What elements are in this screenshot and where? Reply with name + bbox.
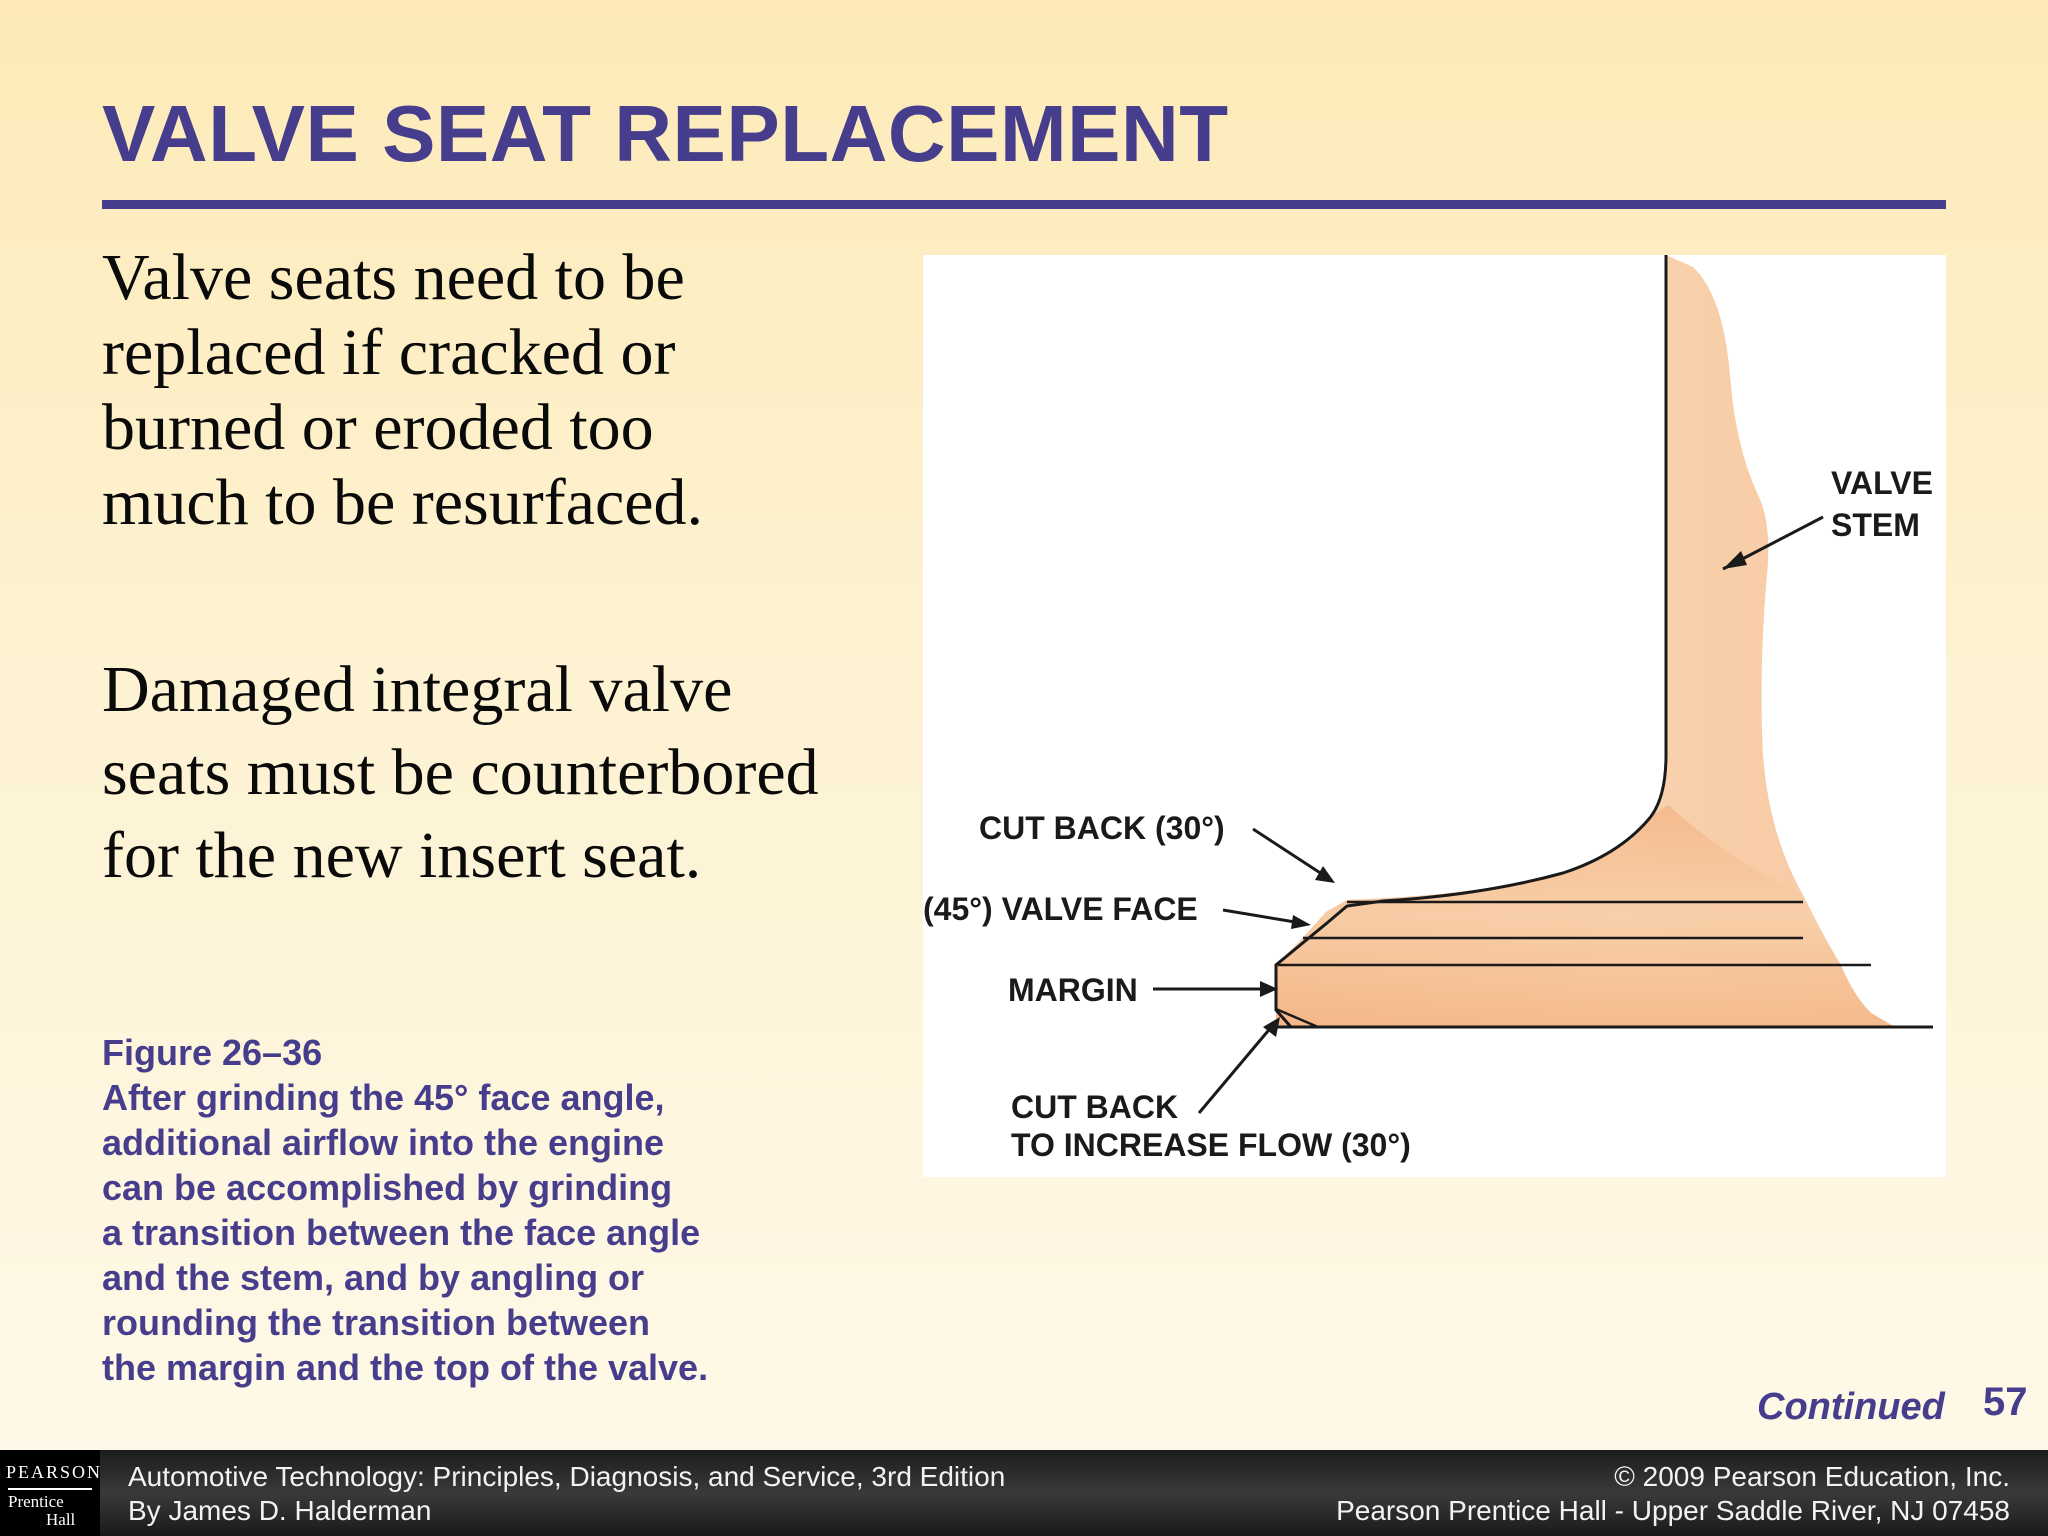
slide-title: VALVE SEAT REPLACEMENT (102, 89, 1229, 178)
logo-pearson-text: PEARSON (6, 1462, 103, 1482)
label-cut-back-flow-2: TO INCREASE FLOW (30°) (1011, 1127, 1411, 1163)
paragraph-line: seats must be counterbored (102, 736, 819, 809)
caption-line: additional airflow into the engine (102, 1122, 665, 1163)
valve-illustration (1153, 255, 1933, 1114)
paragraph-valve-seats: Valve seats need to be replaced if crack… (102, 240, 902, 540)
caption-line: the margin and the top of the valve. (102, 1347, 709, 1388)
flow-arrow-line (1197, 1024, 1275, 1114)
valve-body-shape (1276, 255, 1895, 1027)
paragraph-line: Valve seats need to be (102, 241, 685, 314)
flow-arrowhead (1263, 1017, 1280, 1037)
figure-caption: Figure 26–36 After grinding the 45° face… (102, 1030, 862, 1390)
caption-line: After grinding the 45° face angle, (102, 1077, 665, 1118)
paragraph-line: burned or eroded too (102, 391, 654, 464)
valve-diagram: VALVE STEM CUT BACK (30°) (45°) VALVE FA… (923, 255, 1946, 1177)
logo-hall-text: Hall (46, 1510, 76, 1529)
footer-left: Automotive Technology: Principles, Diagn… (128, 1460, 1005, 1528)
label-valve-stem-1: VALVE (1831, 465, 1933, 501)
paragraph-integral-seats: Damaged integral valve seats must be cou… (102, 648, 902, 897)
cutback-line (1275, 1007, 1319, 1029)
label-valve-face-45: (45°) VALVE FACE (923, 891, 1198, 927)
valve-outline (1274, 255, 1668, 1029)
paragraph-line: replaced if cracked or (102, 316, 676, 389)
logo-divider (8, 1488, 92, 1532)
margin-arrowhead (1260, 981, 1278, 997)
face-arrow-line (1222, 908, 1302, 925)
cutback30-arrowhead (1315, 866, 1335, 883)
slide-footer: PEARSON Prentice Hall Automotive Technol… (0, 1450, 2048, 1536)
paragraph-line: much to be resurfaced. (102, 466, 704, 539)
valve-head-shape (1276, 805, 1895, 1027)
footer-publisher: Pearson Prentice Hall - Upper Saddle Riv… (1336, 1495, 2010, 1526)
footer-book-title: Automotive Technology: Principles, Diagn… (128, 1461, 1006, 1492)
pearson-logo: PEARSON Prentice Hall (0, 1450, 100, 1536)
footer-copyright: © 2009 Pearson Education, Inc. (1614, 1461, 2010, 1492)
page-number: 57 (1983, 1380, 2028, 1424)
logo-prentice-text: Prentice (8, 1492, 64, 1511)
label-cut-back-30: CUT BACK (30°) (979, 810, 1225, 846)
stem-arrowhead (1723, 551, 1747, 569)
cutback30-arrow-line (1252, 827, 1329, 880)
label-margin: MARGIN (1008, 972, 1138, 1008)
caption-line: can be accomplished by grinding (102, 1167, 673, 1208)
footer-right: © 2009 Pearson Education, Inc. Pearson P… (1336, 1460, 2010, 1528)
paragraph-line: for the new insert seat. (102, 819, 702, 892)
title-divider (102, 200, 1946, 209)
caption-line: a transition between the face angle (102, 1212, 701, 1253)
footer-author: By James D. Halderman (128, 1495, 432, 1526)
label-valve-stem-2: STEM (1831, 507, 1920, 543)
caption-line: rounding the transition between (102, 1302, 650, 1343)
figure-label: Figure 26–36 (102, 1032, 323, 1073)
continued-label: Continued (1757, 1386, 1945, 1428)
paragraph-line: Damaged integral valve (102, 653, 733, 726)
label-cut-back-flow-1: CUT BACK (1011, 1089, 1179, 1125)
face-arrowhead (1291, 915, 1311, 929)
caption-line: and the stem, and by angling or (102, 1257, 645, 1298)
